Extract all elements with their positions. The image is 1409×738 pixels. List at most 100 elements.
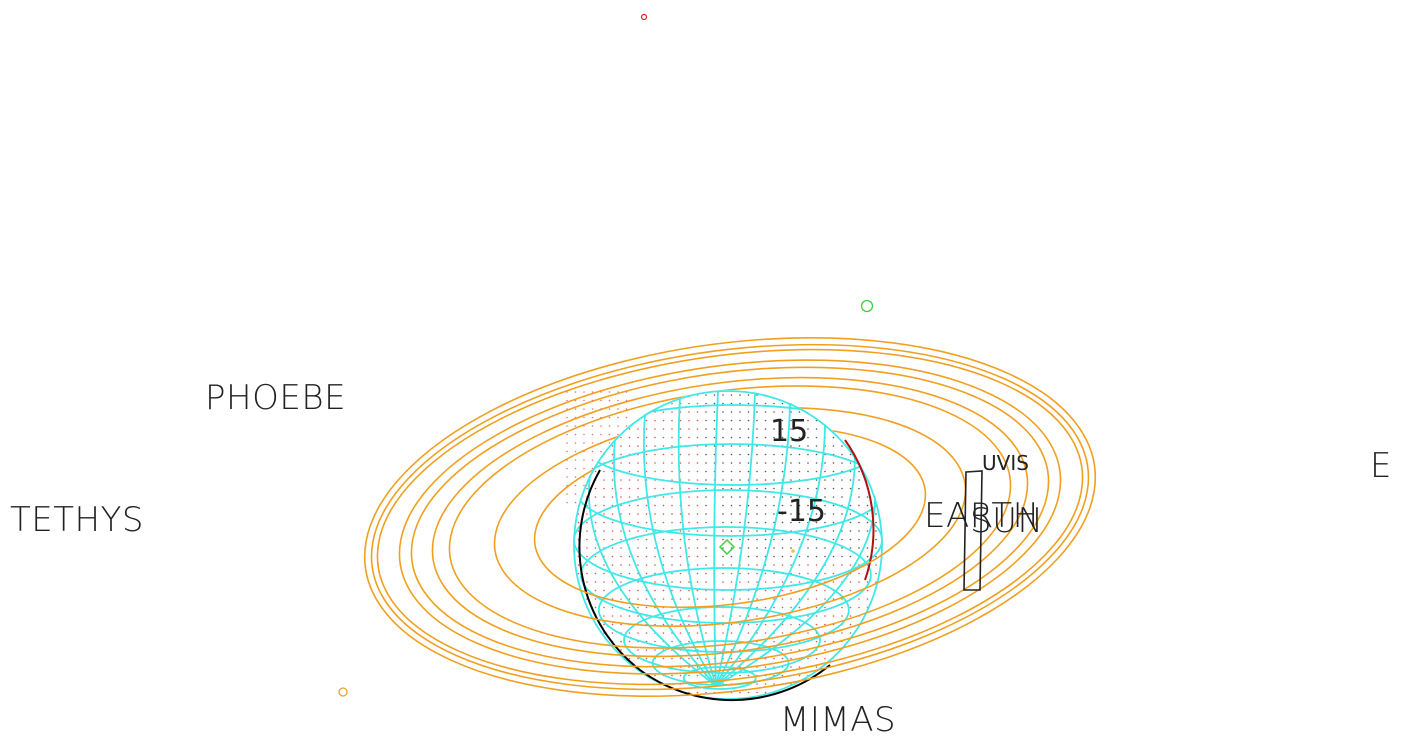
surface-dot <box>824 402 826 405</box>
surface-dot <box>688 674 690 677</box>
surface-dot <box>620 453 622 456</box>
surface-dot <box>671 462 673 464</box>
surface-dot <box>849 632 852 634</box>
surface-dot <box>756 496 758 498</box>
surface-dot <box>645 453 648 456</box>
surface-dot <box>688 657 690 660</box>
surface-dot <box>773 419 775 422</box>
surface-dot <box>739 436 741 439</box>
surface-dot <box>790 623 792 626</box>
surface-dot <box>713 402 716 405</box>
surface-dot <box>849 504 852 507</box>
surface-dot <box>586 538 588 541</box>
surface-dot <box>586 436 588 439</box>
surface-dot <box>884 564 886 566</box>
surface-dot <box>688 453 690 456</box>
surface-dot <box>628 606 631 609</box>
surface-dot <box>586 649 588 651</box>
surface-dot <box>594 657 597 660</box>
surface-dot <box>884 505 886 507</box>
surface-dot <box>713 394 716 396</box>
surface-dot <box>603 445 605 447</box>
surface-dot <box>611 623 614 626</box>
surface-dot <box>577 657 580 660</box>
surface-dot <box>628 657 631 660</box>
surface-dot <box>637 547 639 549</box>
surface-dot <box>739 428 741 430</box>
surface-dot <box>654 623 656 626</box>
surface-dot <box>679 419 682 422</box>
surface-dot <box>671 419 673 422</box>
surface-dot <box>824 632 826 634</box>
surface-dot <box>586 683 588 685</box>
surface-dot <box>866 402 869 405</box>
surface-dot <box>790 394 792 396</box>
surface-dot <box>747 572 750 575</box>
surface-dot <box>764 504 767 507</box>
offdisk-dot <box>566 416 568 419</box>
surface-dot <box>815 411 818 413</box>
surface-dot <box>875 555 877 558</box>
surface-dot <box>594 428 597 430</box>
surface-dot <box>841 419 843 422</box>
offdisk-dot <box>608 433 611 436</box>
surface-dot <box>764 428 767 430</box>
surface-dot <box>730 453 733 456</box>
surface-dot <box>832 683 835 685</box>
surface-dot <box>756 453 758 456</box>
surface-dot <box>594 581 597 583</box>
surface-dot <box>611 666 614 668</box>
surface-dot <box>858 606 860 609</box>
surface-dot <box>611 487 614 490</box>
surface-dot <box>620 691 622 694</box>
ring-front-arc <box>398 493 1060 675</box>
surface-dot <box>875 632 877 634</box>
surface-dot <box>628 402 631 405</box>
offdisk-dot <box>574 442 577 444</box>
surface-dot <box>884 632 886 634</box>
surface-dot <box>586 445 588 447</box>
surface-dot <box>832 470 835 473</box>
surface-dot <box>807 564 809 566</box>
surface-dot <box>773 487 775 490</box>
surface-dot <box>747 674 750 677</box>
surface-dot <box>824 623 826 626</box>
surface-dot <box>586 470 588 473</box>
surface-dot <box>645 572 648 575</box>
surface-dot <box>671 538 673 541</box>
surface-dot <box>679 598 682 600</box>
surface-dot <box>781 555 784 558</box>
offdisk-dot <box>583 391 585 393</box>
surface-dot <box>637 436 639 439</box>
offdisk-dot <box>574 391 577 393</box>
ring-back-arc <box>372 343 1090 543</box>
surface-dot <box>654 589 656 592</box>
offdisk-dot <box>566 493 568 495</box>
surface-dot <box>875 453 877 456</box>
surface-dot <box>730 657 733 660</box>
surface-dot <box>730 598 733 600</box>
surface-dot <box>824 657 826 660</box>
surface-dot <box>849 649 852 651</box>
surface-dot <box>773 606 775 609</box>
surface-dot <box>645 649 648 651</box>
surface-dot <box>756 538 758 541</box>
surface-dot <box>671 479 673 481</box>
meridian-line <box>715 402 791 687</box>
offdisk-dot <box>591 442 594 444</box>
surface-dot <box>739 394 741 396</box>
surface-dot <box>645 521 648 524</box>
surface-dot <box>705 632 707 634</box>
offdisk-dot <box>574 450 577 453</box>
surface-dot <box>841 632 843 634</box>
surface-dot <box>858 530 860 532</box>
surface-dot <box>654 547 656 549</box>
surface-dot <box>662 487 665 490</box>
surface-dot <box>620 394 622 396</box>
green-marker-icon <box>860 299 874 313</box>
surface-dot <box>611 521 614 524</box>
surface-dot <box>781 504 784 507</box>
ring-front-arc <box>533 503 926 609</box>
surface-dot <box>875 581 877 583</box>
surface-dot <box>637 513 639 515</box>
